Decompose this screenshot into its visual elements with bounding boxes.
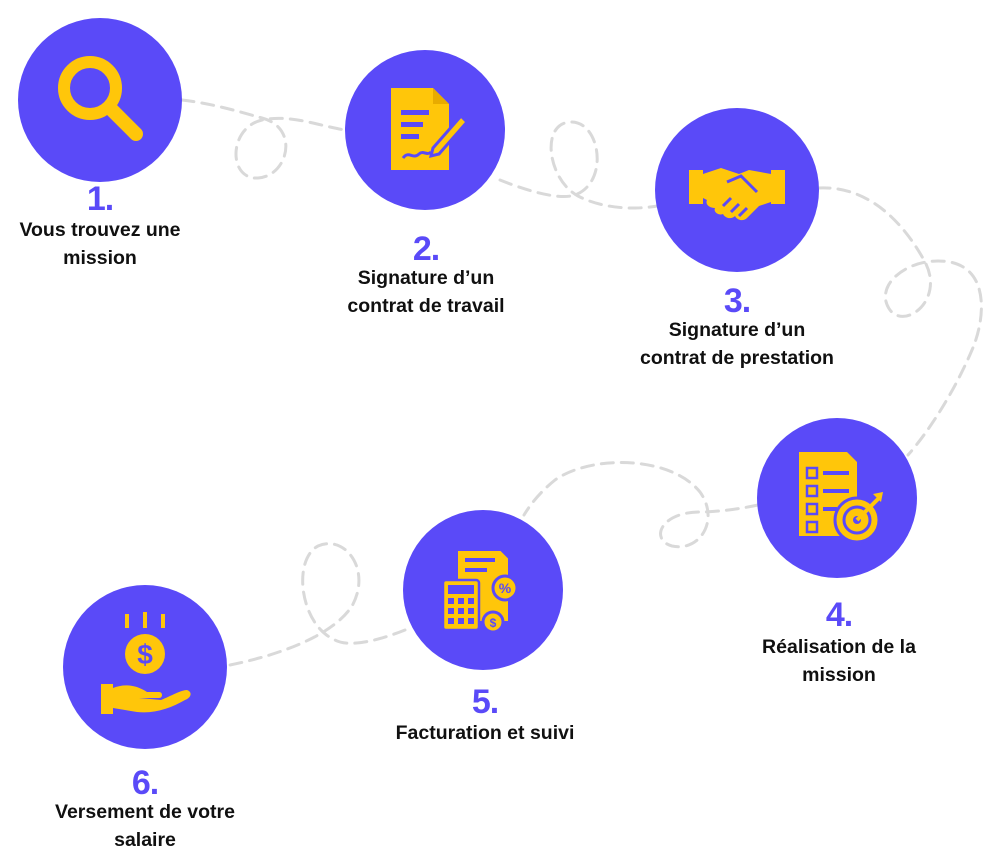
step-1-circle bbox=[18, 18, 182, 182]
step-5-label: Facturation et suivi bbox=[395, 722, 575, 744]
hand-coin-icon: $ bbox=[101, 612, 191, 714]
step-5-circle: % $ bbox=[403, 510, 563, 670]
svg-text:$: $ bbox=[490, 616, 497, 630]
step-2-circle bbox=[345, 50, 505, 210]
document-signature-icon bbox=[391, 88, 470, 170]
step-2-number: 2. bbox=[412, 230, 440, 268]
step-1-number: 1. bbox=[86, 180, 114, 218]
step-3-number: 3. bbox=[723, 282, 751, 320]
step-4-number: 4. bbox=[825, 596, 853, 634]
step-6-number: 6. bbox=[131, 764, 159, 802]
magnifier-icon bbox=[58, 56, 143, 141]
checklist-target-icon bbox=[799, 452, 883, 544]
svg-text:%: % bbox=[499, 580, 512, 596]
handshake-icon bbox=[689, 168, 785, 221]
calculator-invoice-icon: % $ bbox=[441, 549, 519, 634]
step-4-circle bbox=[757, 418, 917, 578]
step-3-circle bbox=[655, 108, 819, 272]
step-5-number: 5. bbox=[471, 683, 499, 721]
svg-text:$: $ bbox=[137, 639, 153, 670]
step-6-circle: $ bbox=[63, 585, 227, 749]
